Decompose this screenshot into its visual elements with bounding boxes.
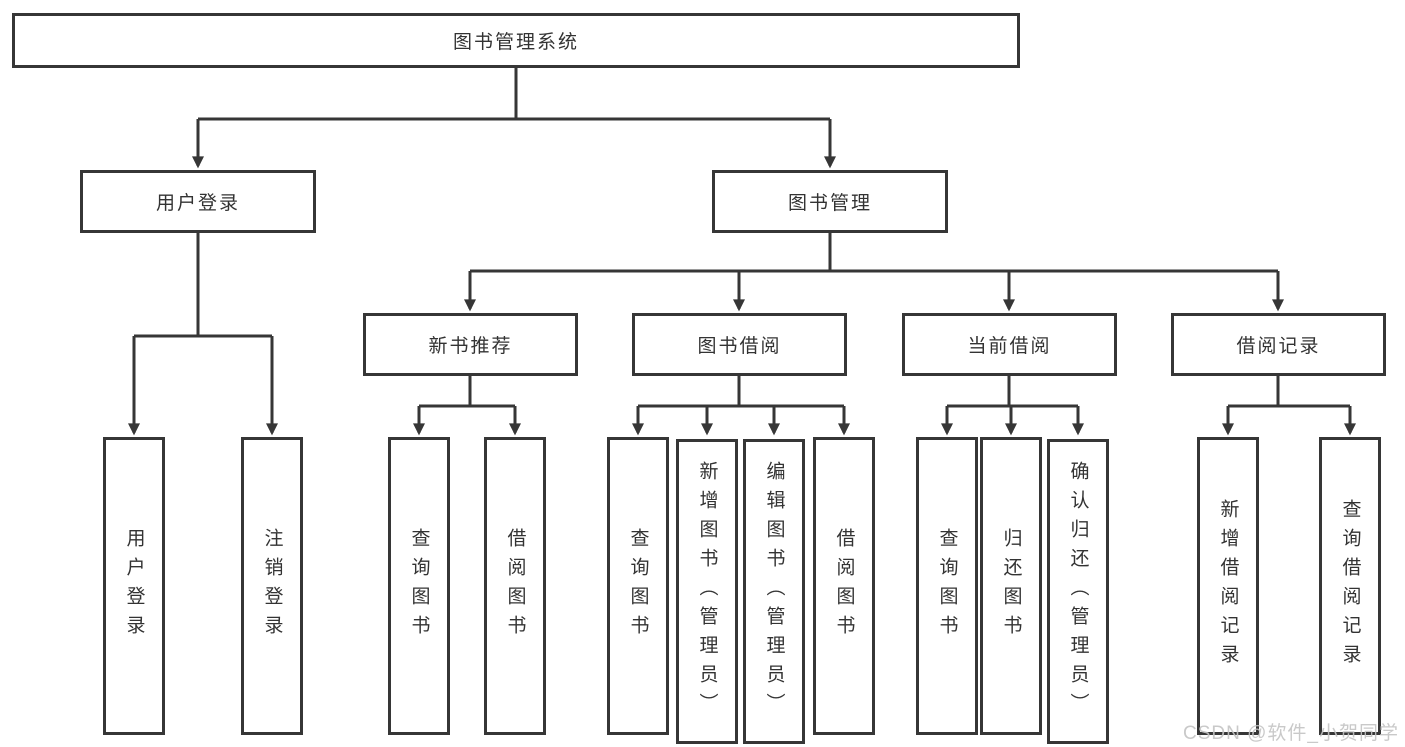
node-borrowing-records: 借阅记录	[1171, 313, 1386, 376]
leaf-user-login: 用户登录	[103, 437, 165, 735]
node-current-borrowing: 当前借阅	[902, 313, 1117, 376]
leaf-return-books: 归还图书	[980, 437, 1042, 735]
node-user-login: 用户登录	[80, 170, 316, 233]
leaf-query-books-borrowing: 查询图书	[607, 437, 669, 735]
leaf-query-books-current: 查询图书	[916, 437, 978, 735]
leaf-borrow-books-borrowing: 借阅图书	[813, 437, 875, 735]
node-new-book-recommendation: 新书推荐	[363, 313, 578, 376]
leaf-edit-books-admin: 编辑图书（管理员）	[743, 439, 805, 744]
node-book-borrowing: 图书借阅	[632, 313, 847, 376]
node-book-management: 图书管理	[712, 170, 948, 233]
leaf-borrow-books-recommend: 借阅图书	[484, 437, 546, 735]
leaf-query-books-recommend: 查询图书	[388, 437, 450, 735]
leaf-add-borrow-record: 新增借阅记录	[1197, 437, 1259, 735]
leaf-add-books-admin: 新增图书（管理员）	[676, 439, 738, 744]
watermark-text: CSDN @软件_小贺同学	[1183, 723, 1399, 744]
leaf-query-borrow-record: 查询借阅记录	[1319, 437, 1381, 735]
leaf-logout: 注销登录	[241, 437, 303, 735]
node-library-management-system: 图书管理系统	[12, 13, 1020, 68]
leaf-confirm-return-admin: 确认归还（管理员）	[1047, 439, 1109, 744]
